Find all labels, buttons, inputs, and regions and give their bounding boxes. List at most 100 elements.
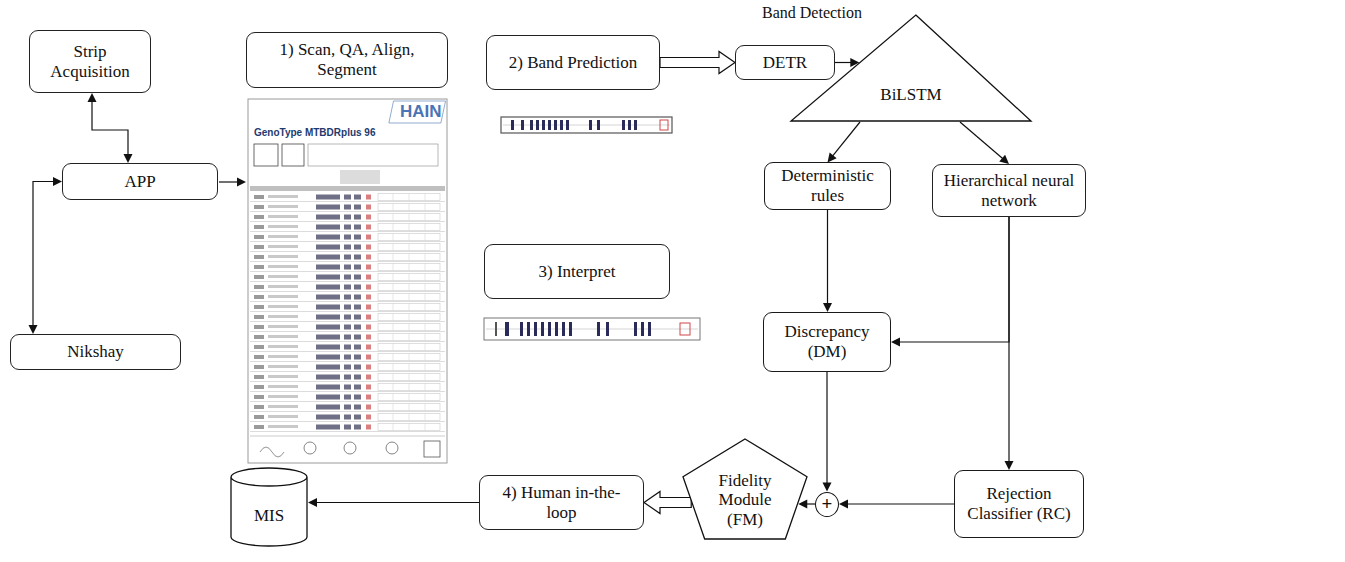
node-text: +	[822, 494, 833, 513]
connector	[798, 500, 815, 509]
connector-line	[806, 503, 815, 504]
node-text: MIS	[254, 506, 284, 526]
connector-line	[826, 372, 827, 484]
block-arrow-body	[660, 52, 735, 74]
illustration-part	[622, 120, 625, 130]
illustration-part	[389, 101, 446, 123]
illustration-part	[554, 120, 557, 130]
illustration-part	[282, 144, 304, 166]
node-text: Discrepancy (DM)	[769, 322, 885, 361]
connector-line	[847, 503, 954, 504]
illustration-part	[536, 120, 539, 130]
illustration-part	[250, 192, 445, 432]
process-box: Rejection Classifier (RC)	[954, 470, 1084, 538]
illustration-part	[542, 120, 545, 130]
arrow-head	[124, 154, 133, 163]
illustration-part	[260, 447, 284, 457]
connector	[88, 93, 133, 163]
connector	[823, 210, 832, 312]
block-arrow	[644, 492, 691, 514]
connector	[823, 372, 832, 492]
illustration-part	[505, 322, 509, 336]
illustration-part	[541, 322, 544, 336]
illustration-part	[634, 120, 637, 130]
connector-line	[33, 182, 54, 327]
connector	[1005, 217, 1014, 470]
illustration-part	[250, 436, 445, 437]
node-text: DETR	[763, 53, 807, 73]
illustration-part	[566, 120, 569, 130]
node-text: 3) Interpret	[539, 262, 616, 282]
connector-line	[835, 62, 851, 63]
node-text: 4) Human in-the-loop	[488, 483, 635, 522]
illustration-part	[527, 322, 530, 336]
illustration-part	[555, 322, 558, 336]
illustration-part	[511, 120, 514, 130]
node-text: Rejection Classifier (RC)	[961, 484, 1077, 523]
connector-line	[1008, 217, 1009, 462]
arrow-head	[1005, 461, 1014, 470]
illustration-part	[521, 120, 524, 130]
process-box: Discrepancy (DM)	[763, 312, 891, 372]
model-triangle: BiLSTM	[790, 14, 1032, 122]
database-cylinder: MIS	[230, 468, 308, 546]
connector-line	[833, 122, 860, 156]
illustration-part	[569, 322, 572, 336]
illustration-part	[660, 120, 668, 130]
connector	[839, 500, 954, 509]
illustration-part	[340, 170, 380, 184]
connector	[29, 177, 63, 334]
illustration-part	[495, 322, 497, 336]
process-box: Strip Acquisition	[29, 30, 151, 93]
block-arrow	[660, 52, 735, 74]
illustration-part	[597, 322, 600, 336]
sheet-title: GenoType MTBDRplus 96	[254, 127, 376, 138]
sum-junction: +	[815, 492, 839, 517]
illustration-part	[304, 442, 316, 454]
node-text: Deterministic rules	[770, 166, 885, 205]
arrow-head	[53, 177, 62, 186]
node-text: Strip Acquisition	[38, 42, 142, 81]
illustration-part	[560, 120, 563, 130]
node-text: Nikshay	[67, 342, 124, 362]
module-pentagon: Fidelity Module (FM)	[682, 438, 808, 540]
step-box: 3) Interpret	[484, 244, 670, 299]
process-box: Deterministic rules	[764, 162, 891, 209]
connector-line	[92, 101, 128, 155]
illustration-part	[219, 181, 238, 182]
arrow-head	[839, 500, 848, 509]
illustration-part	[503, 125, 670, 126]
illustration-part	[344, 442, 356, 454]
logo-text: HAIN	[400, 102, 442, 122]
illustration-part	[520, 322, 523, 336]
report-sheet	[248, 99, 447, 463]
illustration-part	[589, 120, 592, 130]
connector	[828, 122, 861, 162]
arrow-head	[823, 483, 832, 492]
strip-image	[484, 318, 700, 340]
illustration-part	[254, 144, 278, 166]
illustration-part	[634, 322, 637, 336]
illustration-part	[562, 322, 565, 336]
illustration-part	[648, 322, 651, 336]
illustration-part	[597, 120, 600, 130]
node-text: 1) Scan, QA, Align, Segment	[255, 40, 439, 79]
step-box: 2) Band Prediction	[486, 35, 660, 90]
illustration-part	[250, 186, 445, 191]
illustration-part	[501, 117, 672, 133]
illustration-part	[534, 322, 537, 336]
connector-line	[827, 210, 828, 304]
illustration-part	[308, 144, 438, 166]
arrow-head	[999, 155, 1009, 164]
shape-outline	[791, 15, 1031, 121]
node-text: 2) Band Prediction	[509, 53, 637, 73]
block-arrow-body	[644, 492, 691, 514]
system-box: Nikshay	[10, 334, 181, 370]
illustration-part	[424, 441, 440, 457]
arrow-head	[891, 338, 900, 347]
connector	[308, 498, 479, 507]
illustration-part	[628, 120, 631, 130]
arrow-head	[88, 93, 97, 102]
